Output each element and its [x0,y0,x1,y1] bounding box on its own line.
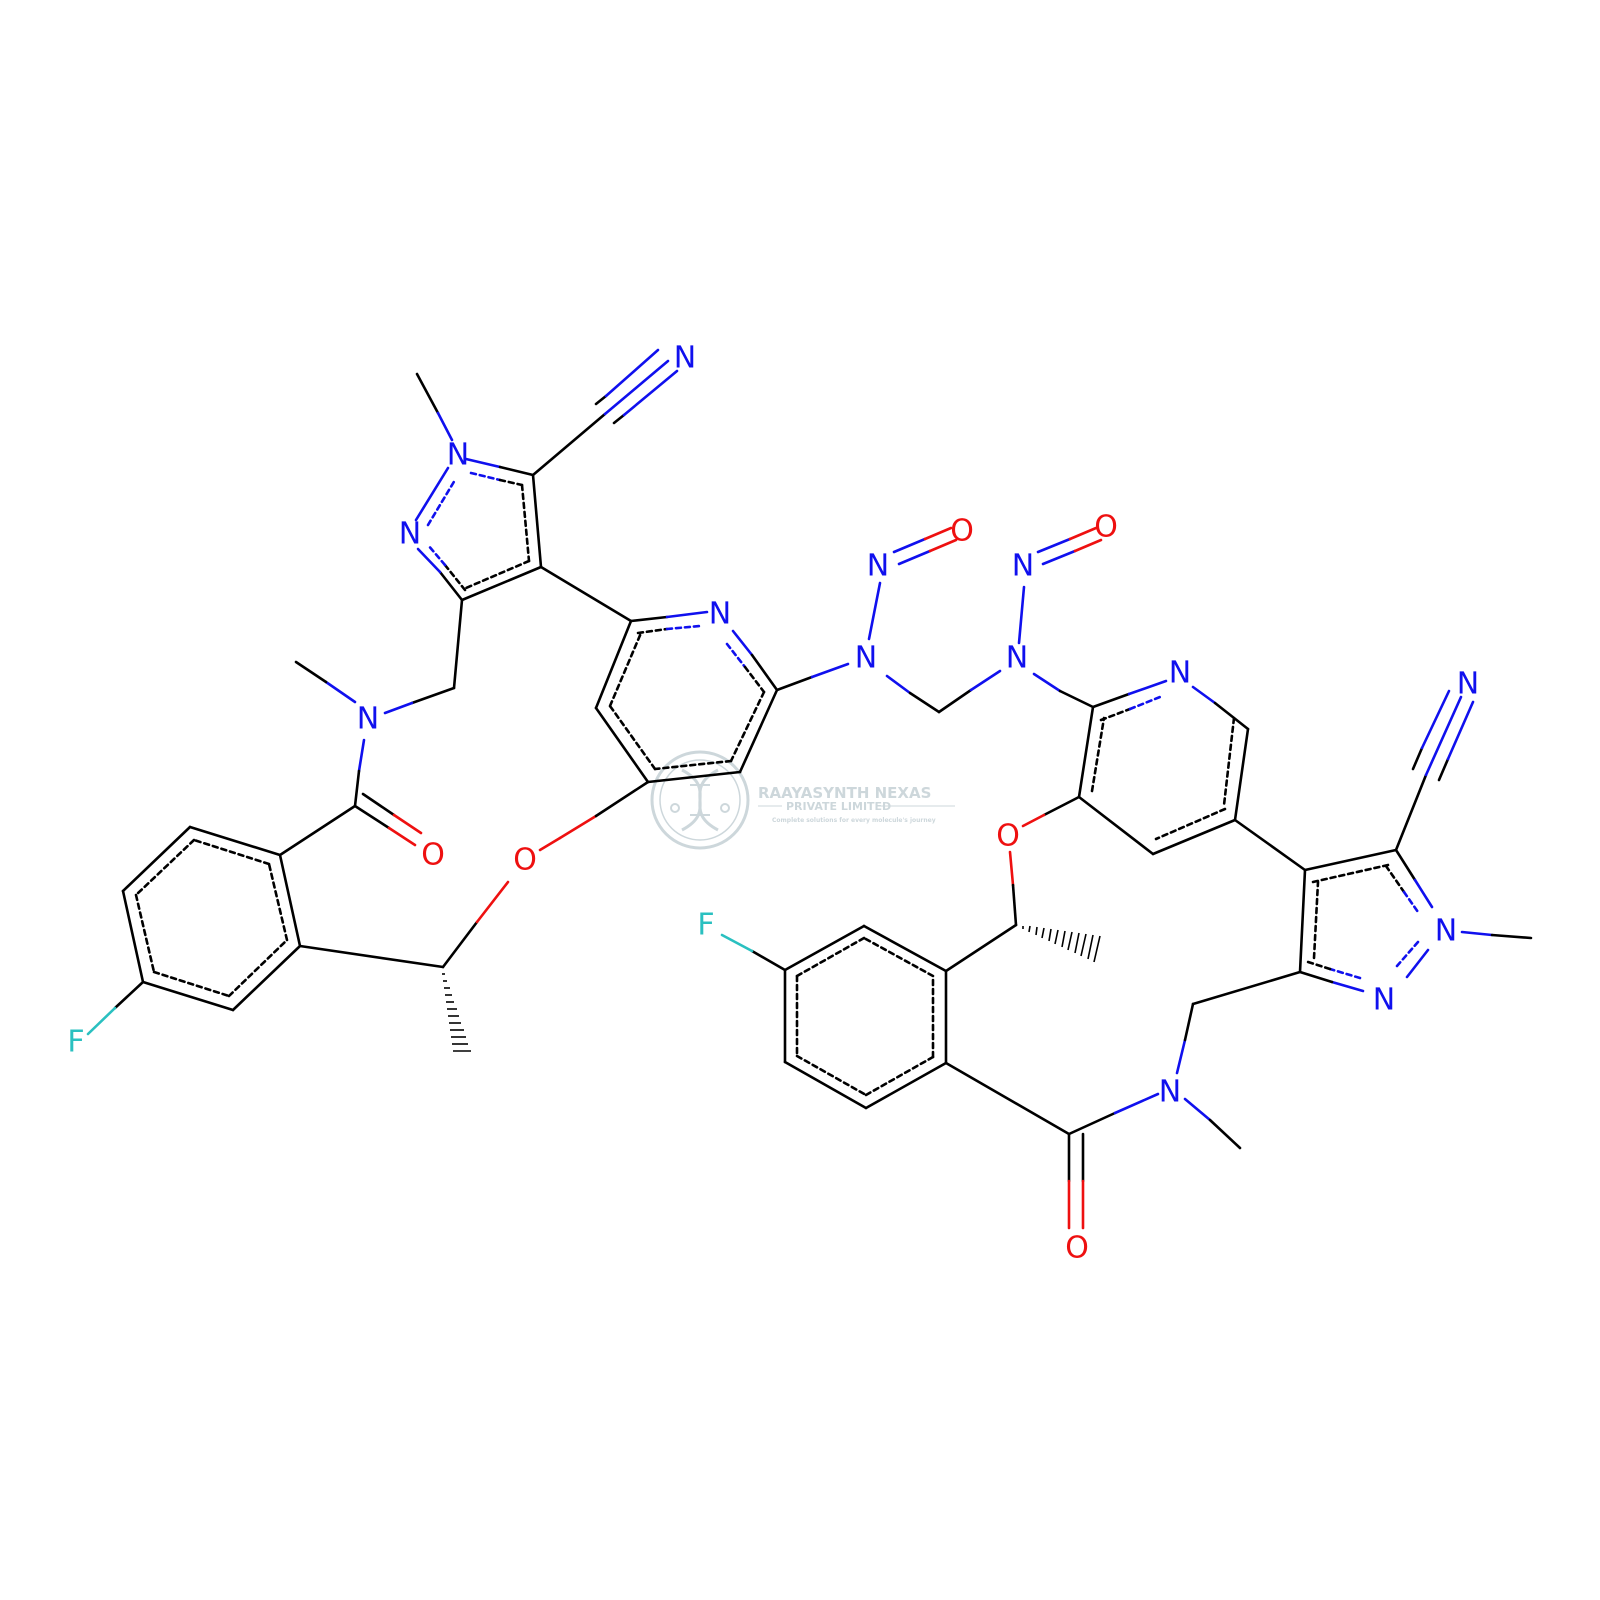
atom-n-right-nitrile: N [1457,667,1479,702]
atom-labels: N N N N N O O F N N O N N O N O N N N N … [67,341,1479,1266]
left-pyridine-bonds [539,565,779,784]
watermark-tagline: Complete solutions for every molecule's … [772,817,936,824]
right-pyridine-bonds [1077,679,1250,856]
atom-n-right-pyrazole-n1: N [1435,914,1457,949]
bonds [86,348,1533,1230]
atom-o-nitroso-right: O [1094,510,1118,545]
atom-n-linker-right: N [1006,641,1028,676]
watermark-subtitle: PRIVATE LIMITED [786,800,891,813]
right-pyrazole-bonds [1233,689,1533,993]
atom-o-nitroso-left: O [950,514,974,549]
left-pyrazole-bonds [414,348,679,602]
right-hash-wedge [1022,925,1101,963]
atom-o-left-ether: O [513,843,537,878]
dna-helix-icon [650,750,750,850]
atom-f-right: F [697,908,714,943]
stereo-hash-wedges [442,925,1101,1052]
atom-n-right-amide: N [1159,1075,1181,1110]
atom-o-right-carbonyl: O [1065,1231,1089,1266]
atom-n-right-pyridine: N [1169,656,1191,691]
atom-o-right-ether: O [996,819,1020,854]
left-macrocycle-bonds [86,598,650,1036]
atom-n-left-nitrile: N [674,341,696,376]
atom-n-left-pyrazole-n2: N [399,517,421,552]
right-macrocycle-bonds [720,795,1302,1230]
atom-n-nitroso-left: N [867,549,889,584]
linker-bonds [775,526,1103,714]
atom-n-right-pyrazole-n2: N [1373,983,1395,1018]
left-hash-wedge [442,973,471,1052]
watermark: RAAYASYNTH NEXAS PRIVATE LIMITED Complet… [650,750,955,850]
atom-n-linker-left: N [855,641,877,676]
atom-n-left-pyrazole-n1: N [447,438,469,473]
atom-o-left-carbonyl: O [421,838,445,873]
atom-n-left-pyridine: N [709,597,731,632]
watermark-title: RAAYASYNTH NEXAS [758,784,931,802]
atom-n-left-amide: N [357,702,379,737]
atom-n-nitroso-right: N [1012,549,1034,584]
atom-f-left: F [67,1025,84,1060]
